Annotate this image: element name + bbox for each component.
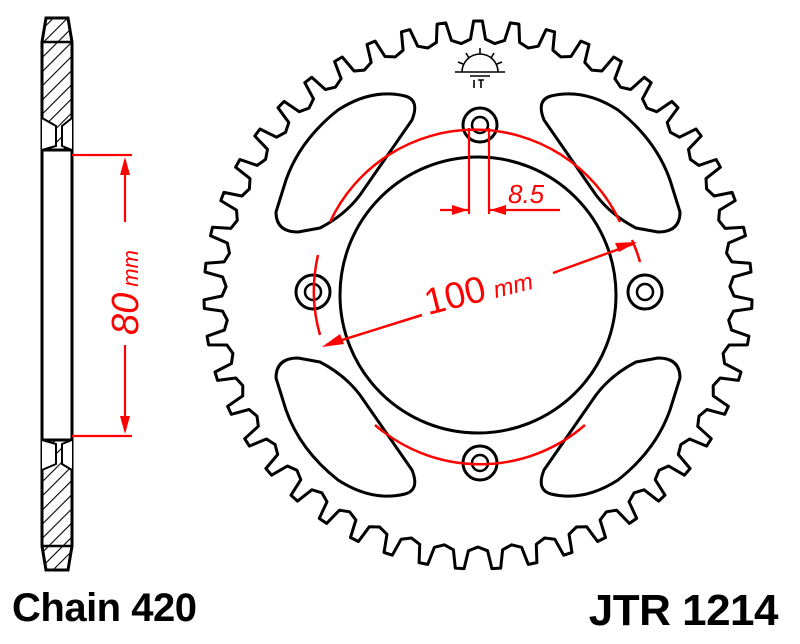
- side-profile-view: 80mm: [40, 16, 147, 572]
- jt-sun-logo-icon: [455, 48, 505, 88]
- bolt-hole-size-label: 8.5: [508, 179, 545, 209]
- pitch-circle-arc-upper: [328, 128, 622, 223]
- diameter-arrow-left: [322, 334, 344, 347]
- pitch-circle-arc-lower: [374, 424, 586, 466]
- side-bottom-recess-r: [61, 439, 73, 471]
- height-dimension-label: 80mm: [105, 250, 147, 335]
- sprocket-front-view: 100mm 8.5: [202, 19, 754, 571]
- side-top-recess: [41, 117, 57, 151]
- pitch-circle-arc-right: [630, 239, 642, 263]
- bolt-hole-dimension: 8.5: [440, 128, 560, 215]
- lightening-window-top-left: [274, 92, 417, 234]
- side-top-recess-r: [61, 117, 73, 151]
- lightening-window-top-right: [539, 92, 682, 234]
- side-plate-body: [40, 148, 74, 442]
- part-number-label: JTR 1214: [588, 586, 779, 635]
- diameter-arrow-right: [615, 242, 637, 252]
- bolt-hole-right: [626, 273, 664, 311]
- side-bottom-recess: [41, 439, 57, 471]
- bolt-hole-left: [294, 273, 332, 311]
- lightening-window-bottom-left: [274, 356, 417, 498]
- lightening-window-bottom-right: [539, 356, 682, 498]
- center-bore: [338, 155, 618, 435]
- pitch-circle-arc-left: [312, 254, 322, 336]
- chain-size-label: Chain 420: [12, 586, 197, 630]
- height-dimension: 80mm: [72, 153, 147, 438]
